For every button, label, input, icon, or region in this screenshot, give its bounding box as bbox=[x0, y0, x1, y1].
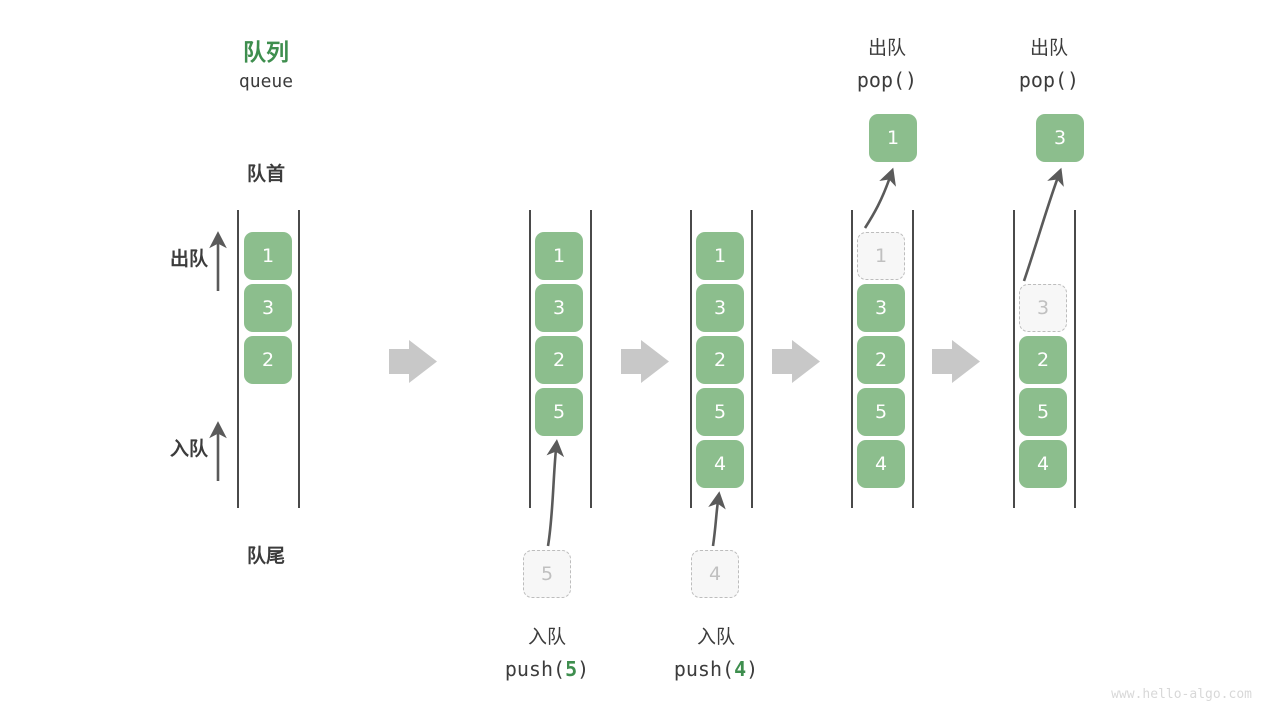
queue-cell-ghost: 3 bbox=[1019, 284, 1067, 332]
pop1-header-cn: 出队 bbox=[867, 37, 906, 59]
queue-rail-right-col4 bbox=[912, 210, 914, 508]
queue-rail-right-col3 bbox=[751, 210, 753, 508]
queue-cell-ghost: 1 bbox=[857, 232, 905, 280]
popped-element: 1 bbox=[869, 114, 917, 162]
queue-rail-right-col2 bbox=[590, 210, 592, 508]
queue-cell: 3 bbox=[535, 284, 583, 332]
push4-code-prefix: push( bbox=[673, 657, 735, 681]
queue-cell: 5 bbox=[696, 388, 744, 436]
queue-rail-left-col4 bbox=[851, 210, 853, 508]
enqueue-direction-label: 入队 bbox=[169, 438, 208, 460]
push5-code-suffix: ) bbox=[577, 657, 590, 681]
watermark: www.hello-algo.com bbox=[1111, 687, 1252, 702]
push4-code-suffix: ) bbox=[746, 657, 759, 681]
push4-caption-code: push(4) bbox=[641, 657, 791, 681]
push4-caption-cn: 入队 bbox=[696, 626, 735, 648]
queue-rail-left-col1 bbox=[237, 210, 239, 508]
queue-cell: 5 bbox=[535, 388, 583, 436]
queue-cell: 1 bbox=[244, 232, 292, 280]
queue-cell: 2 bbox=[857, 336, 905, 384]
queue-cell: 2 bbox=[244, 336, 292, 384]
push5-code-prefix: push( bbox=[504, 657, 566, 681]
flow-arrow-1 bbox=[389, 340, 437, 383]
queue-cell: 4 bbox=[857, 440, 905, 488]
pop3-arrow bbox=[1022, 167, 1064, 282]
queue-cell: 2 bbox=[1019, 336, 1067, 384]
queue-rail-right-col1 bbox=[298, 210, 300, 508]
queue-cell: 1 bbox=[696, 232, 744, 280]
front-label: 队首 bbox=[246, 163, 285, 185]
diagram-title-cn: 队列 bbox=[243, 40, 289, 66]
queue-cell: 4 bbox=[1019, 440, 1067, 488]
queue-cell: 4 bbox=[696, 440, 744, 488]
queue-rail-left-col2 bbox=[529, 210, 531, 508]
queue-rail-left-col3 bbox=[690, 210, 692, 508]
flow-arrow-4 bbox=[932, 340, 980, 383]
push4-arrow bbox=[708, 491, 726, 547]
diagram-title-en: queue bbox=[238, 71, 294, 92]
queue-cell: 3 bbox=[244, 284, 292, 332]
push5-code-value: 5 bbox=[565, 657, 578, 681]
rear-label: 队尾 bbox=[246, 545, 285, 567]
incoming-element-ghost: 5 bbox=[523, 550, 571, 598]
popped-element: 3 bbox=[1036, 114, 1084, 162]
pop2-header-cn: 出队 bbox=[1029, 37, 1068, 59]
push5-caption-cn: 入队 bbox=[527, 626, 566, 648]
pop2-header-code: pop() bbox=[1018, 68, 1080, 92]
pop1-header-code: pop() bbox=[856, 68, 918, 92]
queue-cell: 5 bbox=[1019, 388, 1067, 436]
queue-cell: 5 bbox=[857, 388, 905, 436]
flow-arrow-3 bbox=[772, 340, 820, 383]
queue-cell: 1 bbox=[535, 232, 583, 280]
dequeue-direction-label: 出队 bbox=[169, 248, 208, 270]
queue-rail-left-col5 bbox=[1013, 210, 1015, 508]
incoming-element-ghost: 4 bbox=[691, 550, 739, 598]
queue-cell: 2 bbox=[696, 336, 744, 384]
pop1-arrow bbox=[863, 167, 896, 229]
queue-cell: 3 bbox=[857, 284, 905, 332]
queue-cell: 2 bbox=[535, 336, 583, 384]
push4-code-value: 4 bbox=[734, 657, 747, 681]
flow-arrow-2 bbox=[621, 340, 669, 383]
queue-cell: 3 bbox=[696, 284, 744, 332]
push5-arrow bbox=[546, 439, 565, 547]
push5-caption-code: push(5) bbox=[472, 657, 622, 681]
queue-rail-right-col5 bbox=[1074, 210, 1076, 508]
